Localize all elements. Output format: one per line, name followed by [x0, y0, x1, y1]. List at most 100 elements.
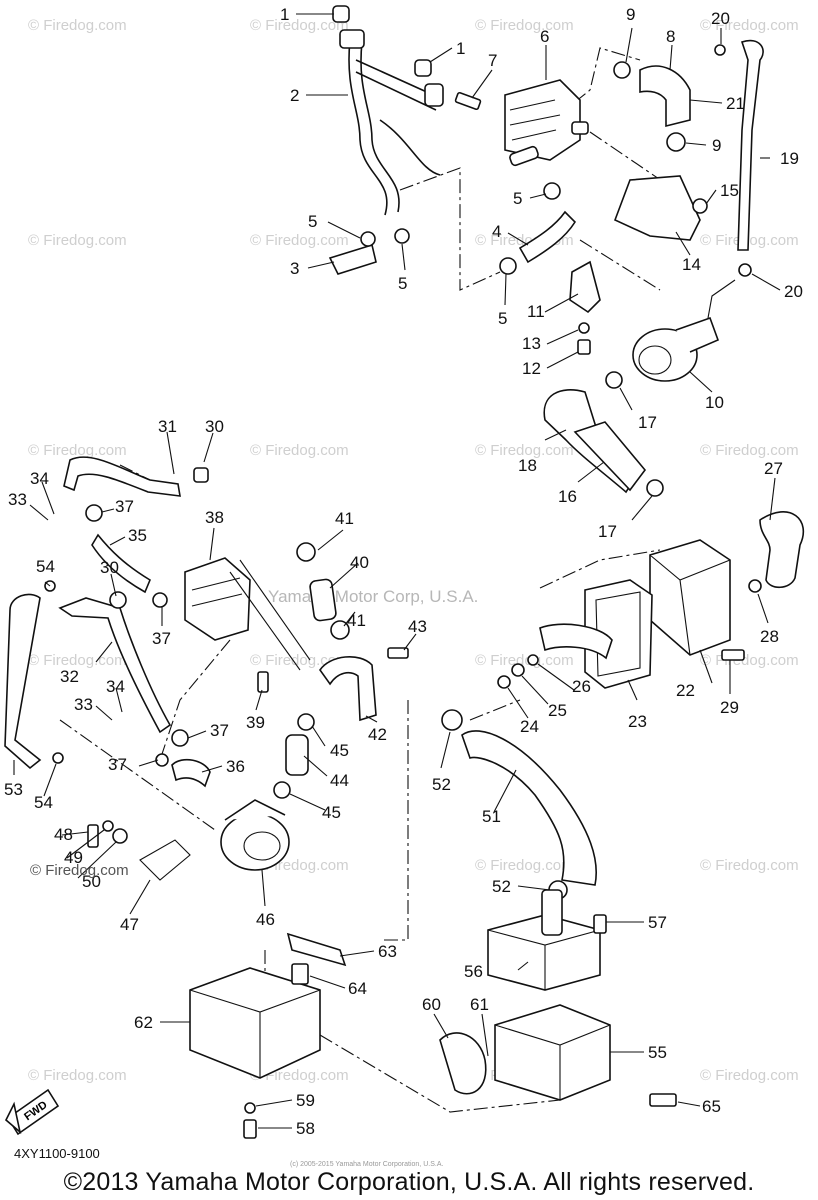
- clamp: [605, 371, 623, 389]
- clamp: [85, 504, 103, 522]
- callout-number: 41: [347, 611, 366, 630]
- callout-number: 63: [378, 942, 397, 961]
- callout-number: 47: [120, 915, 139, 934]
- callout-number: 18: [518, 456, 537, 475]
- callout-number: 64: [348, 979, 367, 998]
- clamp: [297, 713, 315, 731]
- callout-number: 60: [422, 995, 441, 1014]
- sleeve: [573, 421, 647, 492]
- watermark: © Firedog.com: [475, 857, 574, 874]
- bolt: [257, 671, 269, 693]
- parts-layer: FWD: [4, 5, 805, 1139]
- hose: [58, 597, 172, 734]
- intake-pipe: [539, 623, 613, 660]
- callout-number: 42: [368, 725, 387, 744]
- bolt: [721, 649, 745, 661]
- watermark: © Firedog.com: [475, 652, 574, 669]
- elbow-hose: [639, 65, 691, 128]
- callout-number: 34: [30, 469, 49, 488]
- cap: [332, 5, 350, 23]
- callout-number: 62: [134, 1013, 153, 1032]
- callout-number: 17: [638, 413, 657, 432]
- bolt: [454, 91, 482, 111]
- cap: [414, 59, 432, 77]
- callout-labels: 1 1 2 3 4 5 5 5 5 6 7 8 9 9 10 11 12 13 …: [4, 5, 803, 1138]
- callout-number: 17: [598, 522, 617, 541]
- callout-number: 2: [290, 86, 299, 105]
- callout-number: 44: [330, 771, 349, 790]
- callout-number: 3: [290, 259, 299, 278]
- callout-number: 20: [711, 9, 730, 28]
- callout-number: 33: [74, 695, 93, 714]
- callout-number: 50: [82, 872, 101, 891]
- fwd-arrow-icon: FWD: [5, 1088, 60, 1136]
- cover: [569, 260, 601, 314]
- clamp: [273, 781, 291, 799]
- leader-lines: [13, 13, 781, 1129]
- clamp: [152, 592, 168, 608]
- clamp: [613, 61, 631, 79]
- washer: [527, 654, 539, 666]
- callout-number: 12: [522, 359, 541, 378]
- callout-number: 45: [330, 741, 349, 760]
- clamp: [714, 44, 726, 56]
- callout-number: 34: [106, 677, 125, 696]
- clamp: [52, 752, 64, 764]
- pipe: [541, 889, 563, 936]
- callout-number: 56: [464, 962, 483, 981]
- bolt: [243, 1119, 257, 1139]
- breather-hose: [379, 119, 441, 176]
- valve-pipe: [509, 145, 539, 167]
- valve-outlet: [571, 121, 589, 135]
- callout-number: 37: [152, 629, 171, 648]
- coiled-hose: [759, 511, 805, 589]
- clamp: [109, 591, 127, 609]
- bolt: [87, 824, 99, 848]
- screw: [593, 914, 607, 934]
- callout-number: 13: [522, 334, 541, 353]
- watermark: © Firedog.com: [28, 652, 127, 669]
- fitting: [193, 467, 209, 483]
- callout-number: 32: [60, 667, 79, 686]
- callout-number: 5: [498, 309, 507, 328]
- callout-number: 45: [322, 803, 341, 822]
- clamp: [748, 579, 762, 593]
- air-valve: [504, 79, 581, 161]
- screw: [577, 339, 591, 355]
- callout-number: 51: [482, 807, 501, 826]
- bolt: [692, 198, 708, 214]
- callout-number: 9: [626, 5, 635, 24]
- callout-number: 43: [408, 617, 427, 636]
- callout-number: 19: [780, 149, 799, 168]
- clamp: [441, 709, 463, 731]
- clamp: [171, 729, 189, 747]
- washer: [511, 663, 525, 677]
- callout-number: 37: [115, 497, 134, 516]
- clamp: [646, 479, 664, 497]
- clamp: [296, 542, 316, 562]
- callout-number: 5: [308, 212, 317, 231]
- breather-hose: [360, 41, 400, 213]
- callout-number: 5: [398, 274, 407, 293]
- diagram-code: 4XY1100-9100: [14, 1146, 100, 1161]
- hose: [439, 1032, 487, 1095]
- callout-number: 26: [572, 677, 591, 696]
- watermark: © Firedog.com: [475, 17, 574, 34]
- callout-number: 39: [246, 713, 265, 732]
- callout-number: 22: [676, 681, 695, 700]
- watermark: © Firedog.com: [700, 442, 799, 459]
- bracket: [613, 175, 701, 241]
- watermark: © Firedog.com: [700, 652, 799, 669]
- hose: [91, 533, 152, 594]
- callout-number: 37: [210, 721, 229, 740]
- strap: [286, 932, 347, 967]
- clamp: [360, 231, 376, 247]
- callout-number: 5: [513, 189, 522, 208]
- callout-number: 9: [712, 136, 721, 155]
- hose-piece: [328, 243, 377, 275]
- callout-number: 57: [648, 913, 667, 932]
- callout-number: 41: [335, 509, 354, 528]
- callout-number: 6: [540, 27, 549, 46]
- hose: [285, 734, 309, 776]
- callout-number: 35: [128, 526, 147, 545]
